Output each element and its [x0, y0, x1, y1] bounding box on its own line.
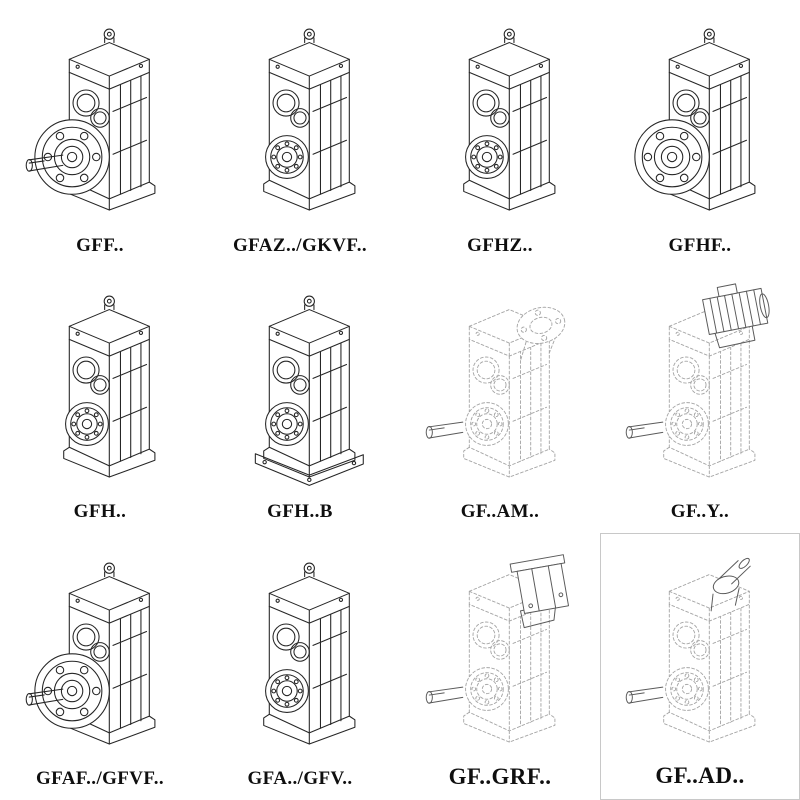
model-label: GFHF.. — [668, 234, 732, 256]
catalog-cell-gfaf-gfvf: GFAF../GFVF.. — [0, 533, 200, 800]
catalog-cell-gf-ad: GF..AD.. — [600, 533, 800, 800]
model-label: GFF.. — [76, 234, 124, 256]
catalog-cell-gf-grf: GF..GRF.. — [400, 533, 600, 800]
gearbox-drawing-flange-shaft — [0, 0, 200, 235]
gearbox-drawing-hollow-bearing — [0, 267, 200, 502]
gearbox-line-art-icon — [634, 28, 756, 211]
model-label: GFH.. — [73, 501, 127, 523]
gearbox-line-art-icon — [625, 555, 756, 743]
model-label: GF..Y.. — [670, 501, 730, 523]
gearbox-line-art-icon — [25, 28, 156, 211]
gearbox-drawing-with-motor — [600, 267, 800, 502]
gearbox-drawing-hollow-bearing — [200, 0, 400, 235]
catalog-cell-gfh-b: GFH..B — [200, 267, 400, 534]
gearbox-line-art-icon — [625, 277, 773, 478]
gearbox-drawing-input-adapter-box — [400, 533, 600, 764]
gearbox-drawing-hollow-bearing — [200, 533, 400, 768]
model-label: GFA../GFV.. — [247, 767, 353, 789]
gearbox-line-art-icon — [254, 295, 364, 486]
gearbox-line-art-icon — [263, 562, 356, 745]
catalog-cell-gff: GFF.. — [0, 0, 200, 267]
catalog-cell-gfh: GFH.. — [0, 267, 200, 534]
catalog-cell-gfhf: GFHF.. — [600, 0, 800, 267]
gearbox-drawing-flange — [600, 0, 800, 235]
gearbox-drawing-hollow-bearing-base — [200, 267, 400, 502]
catalog-cell-gfaz-gkvf: GFAZ../GKVF.. — [200, 0, 400, 267]
gearbox-line-art-icon — [263, 28, 356, 211]
gearbox-drawing-input-shaft-adapter — [601, 534, 799, 763]
model-label: GFAZ../GKVF.. — [233, 234, 367, 256]
gearbox-drawing-motor-adapter-flange — [400, 267, 600, 502]
gearbox-line-art-icon — [63, 295, 156, 478]
model-label: GFH..B — [267, 501, 333, 523]
model-label: GF..AD.. — [655, 762, 745, 788]
gearbox-line-art-icon — [463, 28, 556, 211]
model-label: GF..GRF.. — [448, 763, 552, 789]
model-label: GF..AM.. — [460, 501, 540, 523]
gearbox-line-art-icon — [425, 301, 570, 478]
catalog-cell-gf-y: GF..Y.. — [600, 267, 800, 534]
gearbox-line-art-icon — [25, 562, 156, 745]
gearbox-drawing-flange-shaft — [0, 533, 200, 768]
model-label: GFHZ.. — [467, 234, 533, 256]
gearbox-line-art-icon — [425, 553, 573, 743]
catalog-cell-gf-am: GF..AM.. — [400, 267, 600, 534]
catalog-cell-gfhz: GFHZ.. — [400, 0, 600, 267]
gearbox-drawing-hollow-bearing — [400, 0, 600, 235]
catalog-cell-gfa-gfv: GFA../GFV.. — [200, 533, 400, 800]
model-label: GFAF../GFVF.. — [35, 767, 164, 789]
